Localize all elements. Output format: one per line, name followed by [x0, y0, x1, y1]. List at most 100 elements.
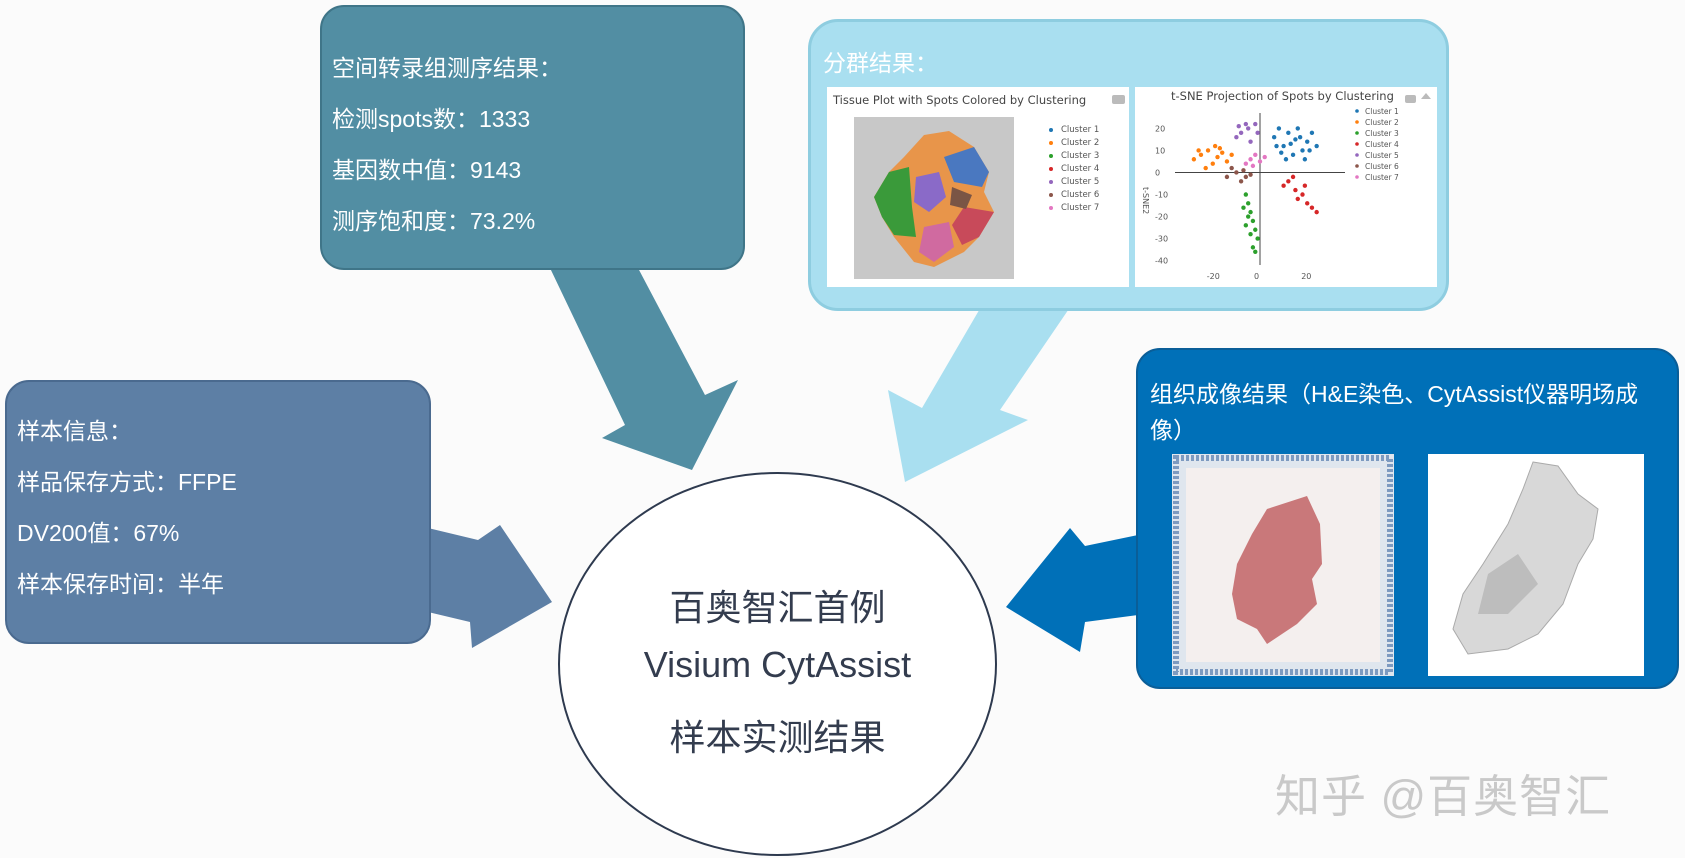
- tissue-legend-item: Cluster 2: [1049, 138, 1099, 148]
- scatter-point: [1241, 205, 1246, 210]
- scatter-point: [1248, 209, 1253, 215]
- camera-icon[interactable]: [1112, 95, 1125, 104]
- clustering-title: 分群结果：: [823, 50, 938, 76]
- scatter-point: [1203, 165, 1208, 171]
- median-genes: 基因数中值：9143: [332, 157, 522, 183]
- tissue-legend-item: Cluster 6: [1049, 190, 1099, 200]
- legend-dot-icon: [1049, 127, 1053, 132]
- tissue-legend-item: Cluster 5: [1049, 177, 1099, 187]
- scatter-point: [1248, 157, 1253, 162]
- scatter-point: [1257, 159, 1263, 164]
- scatter-point: [1302, 157, 1308, 162]
- scatter-point: [1243, 192, 1249, 197]
- scatter-point: [1295, 196, 1300, 202]
- tissue-legend-label: Cluster 5: [1061, 177, 1100, 187]
- scatter-point: [1253, 227, 1258, 232]
- tissue-legend-item: Cluster 1: [1049, 125, 1099, 135]
- scatter-point: [1248, 139, 1253, 144]
- tsne-plot-title: t-SNE Projection of Spots by Clustering: [1171, 89, 1394, 103]
- y-tick-label: -30: [1155, 235, 1168, 244]
- scatter-point: [1255, 236, 1260, 241]
- tissue-legend-label: Cluster 4: [1061, 164, 1100, 174]
- scatter-point: [1255, 130, 1260, 136]
- scatter-point: [1286, 179, 1291, 184]
- legend-dot-icon: [1049, 166, 1053, 171]
- scatter-point: [1290, 174, 1296, 180]
- scatter-point: [1281, 183, 1286, 188]
- arrow-sample-to-center: [428, 525, 552, 648]
- tissue-legend-label: Cluster 3: [1061, 151, 1100, 161]
- scatter-point: [1238, 179, 1244, 184]
- y-tick-label: 10: [1155, 146, 1165, 155]
- scatter-point: [1253, 249, 1258, 254]
- legend-dot-icon: [1049, 205, 1053, 210]
- legend-label: Cluster 6: [1365, 162, 1399, 171]
- legend-label: Cluster 1: [1365, 107, 1399, 116]
- scatter-point: [1205, 148, 1211, 153]
- tissue-legend-label: Cluster 7: [1061, 203, 1100, 213]
- legend-marker: [1355, 164, 1359, 168]
- tissue-legend-item: Cluster 3: [1049, 151, 1099, 161]
- legend-marker: [1355, 175, 1359, 179]
- y-tick-label: -40: [1155, 257, 1168, 266]
- scatter-point: [1300, 192, 1305, 197]
- scatter-point: [1217, 146, 1223, 151]
- scatter-point: [1198, 152, 1204, 158]
- arrow-clustering-to-center: [888, 300, 1075, 482]
- camera-icon[interactable]: [1405, 95, 1416, 103]
- scatter-point: [1271, 135, 1277, 140]
- scatter-point: [1300, 148, 1305, 153]
- legend-marker: [1355, 142, 1359, 146]
- sequencing-results-box: 空间转录组测序结果： 检测spots数：1333 基因数中值：9143 测序饱和…: [320, 5, 745, 270]
- scatter-point: [1290, 152, 1296, 158]
- home-icon[interactable]: [1421, 93, 1431, 99]
- tissue-legend-label: Cluster 6: [1061, 190, 1100, 200]
- x-tick-label: -20: [1207, 272, 1220, 281]
- scatter-point: [1212, 143, 1218, 149]
- scatter-point: [1243, 223, 1249, 228]
- tissue-legend-item: Cluster 7: [1049, 203, 1099, 213]
- scatter-point: [1250, 163, 1256, 169]
- scatter-point: [1248, 172, 1253, 177]
- scatter-point: [1243, 121, 1249, 127]
- scatter-point: [1253, 121, 1258, 127]
- tissue-legend-label: Cluster 1: [1061, 125, 1100, 135]
- scatter-point: [1305, 201, 1310, 206]
- scatter-point: [1236, 124, 1241, 129]
- sample-dv200: DV200值：67%: [17, 520, 180, 546]
- scatter-point: [1262, 154, 1267, 160]
- legend-label: Cluster 2: [1365, 118, 1399, 127]
- scatter-point: [1293, 187, 1298, 193]
- legend-label: Cluster 3: [1365, 129, 1399, 138]
- scatter-point: [1234, 135, 1239, 140]
- scatter-point: [1302, 183, 1308, 188]
- tissue-cluster-image: [854, 117, 1014, 279]
- scatter-point: [1297, 135, 1303, 140]
- scatter-point: [1215, 154, 1220, 160]
- y-tick-label: -10: [1155, 191, 1168, 200]
- sequencing-title: 空间转录组测序结果：: [332, 55, 562, 81]
- legend-label: Cluster 5: [1365, 151, 1399, 160]
- scatter-point: [1293, 137, 1298, 142]
- center-title-line2: Visium CytAssist: [643, 644, 912, 685]
- legend-dot-icon: [1049, 153, 1053, 158]
- scatter-point: [1295, 126, 1300, 131]
- watermark: 知乎 @百奥智汇: [1275, 771, 1612, 822]
- tissue-plot-title: Tissue Plot with Spots Colored by Cluste…: [833, 93, 1087, 107]
- sample-info-box: 样本信息： 样品保存方式：FFPE DV200值：67% 样本保存时间：半年: [5, 380, 431, 644]
- scatter-point: [1250, 218, 1256, 224]
- legend-dot-icon: [1049, 192, 1053, 197]
- scatter-point: [1224, 159, 1230, 164]
- legend-marker: [1355, 109, 1359, 113]
- legend-marker: [1355, 153, 1359, 157]
- x-tick-label: 20: [1301, 272, 1311, 281]
- sample-info-title: 样本信息：: [17, 418, 132, 444]
- imaging-title: 组织成像结果（H&E染色、CytAssist仪器明场成像）: [1150, 381, 1639, 443]
- imaging-results-box: 组织成像结果（H&E染色、CytAssist仪器明场成像）: [1136, 348, 1679, 689]
- scatter-point: [1288, 141, 1293, 147]
- scatter-point: [1276, 126, 1282, 131]
- legend-marker: [1355, 131, 1359, 135]
- scatter-point: [1281, 143, 1286, 149]
- legend-label: Cluster 4: [1365, 140, 1399, 149]
